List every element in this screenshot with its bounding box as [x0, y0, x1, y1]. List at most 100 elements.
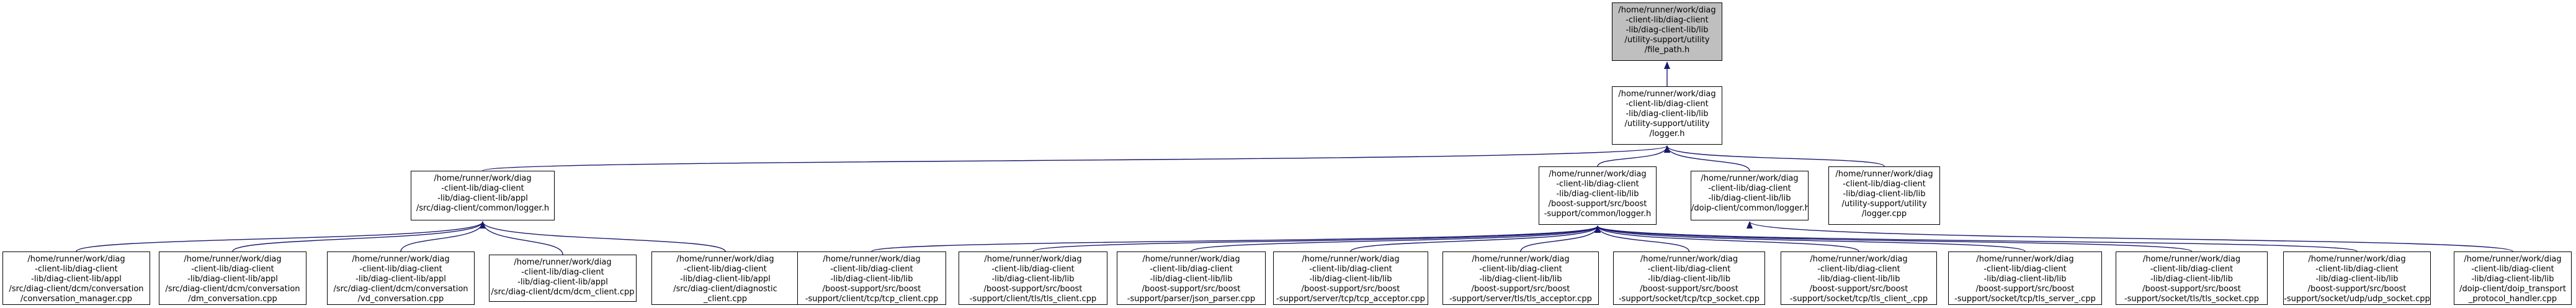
node-label-line: _client.cpp — [704, 294, 747, 304]
node-label-line: /boost-support/src/boost — [1640, 284, 1738, 294]
node-label-line: /utility-support/utility — [1841, 199, 1927, 209]
node-label-line: /conversation_manager.cpp — [20, 294, 132, 304]
node-label-line: -support/socket/tcp/tcp_socket.cpp — [1618, 294, 1760, 304]
node-label-line: -support/socket/udp/udp_socket.cpp — [2284, 294, 2430, 304]
node-label-line: -lib/diag-client-lib/appl — [187, 274, 278, 284]
node-label-line: /boost-support/src/boost — [1975, 284, 2075, 294]
edge-tls-socket-cpp-to-boost-common-logger-h — [1594, 225, 2193, 252]
node-label-line: -client-lib/diag-client — [1556, 179, 1639, 189]
graph-node-json-parser-cpp[interactable]: /home/runner/work/diag-client-lib/diag-c… — [1117, 251, 1266, 305]
node-label-line: -support/socket/tls/tls_socket.cpp — [2124, 294, 2260, 304]
node-label-line: -client-lib/diag-client — [521, 268, 604, 277]
node-label-line: -support/client/tcp/tcp_client.cpp — [805, 294, 939, 304]
edge-tcp-client-cpp-to-boost-common-logger-h — [871, 225, 1601, 252]
graph-node-tcp-socket-cpp[interactable]: /home/runner/work/diag-client-lib/diag-c… — [1613, 251, 1765, 305]
node-label-line: -client-lib/diag-client — [1817, 265, 1900, 274]
node-label-line: /home/runner/work/diag — [2142, 255, 2241, 264]
node-label-line: -lib/diag-client-lib/appl — [437, 194, 528, 203]
edge-diagnostic-client-cpp-to-appl-common-logger-h — [480, 221, 726, 252]
graph-node-doip-protocol-handler-cpp[interactable]: /home/runner/work/diag-client-lib/diag-c… — [2454, 251, 2572, 305]
node-label-line: /home/runner/work/diag — [1976, 255, 2074, 264]
node-label-line: /src/diag-client/dcm/conversation — [165, 284, 300, 294]
edge-utility-logger-cpp-to-utility-logger-h — [1664, 145, 1885, 167]
node-label-line: -support/socket/tcp/tls_client_.cpp — [1789, 294, 1928, 304]
node-label-line: /home/runner/work/diag — [984, 255, 1082, 264]
node-label-line: /home/runner/work/diag — [184, 255, 282, 264]
node-label-line: /dm_conversation.cpp — [188, 294, 277, 304]
graph-node-boost-common-logger-h[interactable]: /home/runner/work/diag-client-lib/diag-c… — [1539, 166, 1657, 225]
node-label-line: /boost-support/src/boost — [1548, 199, 1647, 209]
node-label-line: /home/runner/work/diag — [1472, 255, 1570, 264]
node-label-line: /home/runner/work/diag — [2308, 255, 2406, 264]
graph-node-file-path-h[interactable]: /home/runner/work/diag-client-lib/diag-c… — [1612, 2, 1722, 61]
node-label-line: -support/client/tls/tls_client.cpp — [969, 294, 1097, 304]
node-label-line: /home/runner/work/diag — [1302, 255, 1400, 264]
edge-tls-server-cpp-to-boost-common-logger-h — [1594, 225, 2026, 252]
node-label-line: -client-lib/diag-client — [1626, 99, 1709, 109]
edge-tls-client-cpp-to-boost-common-logger-h — [1032, 225, 1601, 252]
node-label-line: /doip-client/common/logger.h — [1691, 204, 1809, 213]
node-label-line: -support/socket/tcp/tls_server_.cpp — [1954, 294, 2096, 304]
node-label-line: -client-lib/diag-client — [1626, 16, 1709, 25]
node-label-line: -lib/diag-client-lib/lib — [1556, 189, 1639, 199]
edge-doip-common-logger-h-to-utility-logger-h — [1664, 145, 1750, 171]
node-label-line: /src/diag-client/common/logger.h — [416, 204, 550, 213]
node-label-line: /home/runner/work/diag — [27, 255, 125, 264]
graph-node-conversation-manager-cpp[interactable]: /home/runner/work/diag-client-lib/diag-c… — [2, 251, 150, 305]
node-label-line: -lib/diag-client-lib/lib — [830, 274, 913, 284]
graph-node-utility-logger-cpp[interactable]: /home/runner/work/diag-client-lib/diag-c… — [1828, 166, 1940, 225]
node-label-line: -client-lib/diag-client — [1708, 184, 1791, 193]
node-label-line: -lib/diag-client-lib/appl — [517, 278, 608, 287]
edge-dm-conversation-cpp-to-appl-common-logger-h — [232, 221, 486, 252]
graph-node-diagnostic-client-cpp[interactable]: /home/runner/work/diag-client-lib/diag-c… — [651, 251, 799, 305]
graph-node-tls-client-cpp[interactable]: /home/runner/work/diag-client-lib/diag-c… — [959, 251, 1107, 305]
node-label-line: -lib/diag-client-lib/lib — [1983, 274, 2067, 284]
graph-node-tcp-client-cpp[interactable]: /home/runner/work/diag-client-lib/diag-c… — [797, 251, 946, 305]
graph-node-appl-common-logger-h[interactable]: /home/runner/work/diag-client-lib/diag-c… — [411, 171, 555, 220]
graph-node-tls-socket-cpp[interactable]: /home/runner/work/diag-client-lib/diag-c… — [2116, 251, 2268, 305]
edge-tcp-acceptor-cpp-to-boost-common-logger-h — [1350, 225, 1601, 252]
edge-appl-common-logger-h-to-utility-logger-h — [482, 145, 1670, 171]
node-label-line: /home/runner/work/diag — [1142, 255, 1240, 264]
node-label-line: -lib/diag-client-lib/lib — [1150, 274, 1233, 284]
node-label-line: /boost-support/src/boost — [1301, 284, 1400, 294]
graph-node-tls-client-socket-cpp[interactable]: /home/runner/work/diag-client-lib/diag-c… — [1781, 251, 1937, 305]
node-label-line: /boost-support/src/boost — [983, 284, 1083, 294]
edge-layer — [76, 61, 2513, 255]
node-label-line: -lib/diag-client-lib/lib — [1817, 274, 1900, 284]
node-label-line: -lib/diag-client-lib/appl — [680, 274, 771, 284]
node-label-line: -lib/diag-client-lib/lib — [1626, 109, 1709, 119]
graph-node-tls-acceptor-cpp[interactable]: /home/runner/work/diag-client-lib/diag-c… — [1442, 251, 1599, 305]
graph-node-vd-conversation-cpp[interactable]: /home/runner/work/diag-client-lib/diag-c… — [327, 251, 475, 305]
node-label-line: /home/runner/work/diag — [1701, 174, 1799, 183]
node-label-line: -lib/diag-client-lib/appl — [356, 274, 446, 284]
node-label-line: -support/server/tcp/tcp_acceptor.cpp — [1276, 294, 1425, 304]
node-label-line: /home/runner/work/diag — [1618, 6, 1716, 15]
node-label-line: -support/server/tls/tls_acceptor.cpp — [1449, 294, 1592, 304]
node-label-line: -client-lib/diag-client — [1479, 265, 1562, 274]
graph-node-tls-server-cpp[interactable]: /home/runner/work/diag-client-lib/diag-c… — [1948, 251, 2102, 305]
node-label-line: /boost-support/src/boost — [1142, 284, 1241, 294]
graph-node-dm-conversation-cpp[interactable]: /home/runner/work/diag-client-lib/diag-c… — [159, 251, 306, 305]
node-label-line: /logger.h — [1649, 129, 1685, 138]
node-label-line: /home/runner/work/diag — [1549, 170, 1647, 179]
node-label-line: /doip-client/doip_transport — [2459, 284, 2566, 294]
node-label-line: /src/diag-client/diagnostic — [673, 284, 777, 294]
node-label-line: -client-lib/diag-client — [2150, 265, 2234, 274]
node-label-line: /home/runner/work/diag — [1810, 255, 1908, 264]
graph-node-utility-logger-h[interactable]: /home/runner/work/diag-client-lib/diag-c… — [1612, 86, 1722, 145]
node-label-line: -lib/diag-client-lib/lib — [1479, 274, 1562, 284]
node-label-line: -client-lib/diag-client — [441, 184, 524, 193]
graph-node-tcp-acceptor-cpp[interactable]: /home/runner/work/diag-client-lib/diag-c… — [1273, 251, 1428, 305]
node-label-line: /home/runner/work/diag — [1835, 170, 1933, 179]
node-label-line: /vd_conversation.cpp — [357, 294, 444, 304]
graph-node-udp-socket-cpp[interactable]: /home/runner/work/diag-client-lib/diag-c… — [2283, 251, 2431, 305]
edge-dcm-client-cpp-to-appl-common-logger-h — [480, 221, 563, 255]
node-label-line: /home/runner/work/diag — [2464, 255, 2562, 264]
edge-conversation-manager-cpp-to-appl-common-logger-h — [76, 221, 486, 252]
node-label-line: -client-lib/diag-client — [35, 265, 118, 274]
node-label-line: /home/runner/work/diag — [823, 255, 921, 264]
node-label-line: -client-lib/diag-client — [2471, 265, 2554, 274]
graph-node-doip-common-logger-h[interactable]: /home/runner/work/diag-client-lib/diag-c… — [1691, 171, 1809, 220]
graph-node-dcm-client-cpp[interactable]: /home/runner/work/diag-client-lib/diag-c… — [489, 255, 637, 302]
